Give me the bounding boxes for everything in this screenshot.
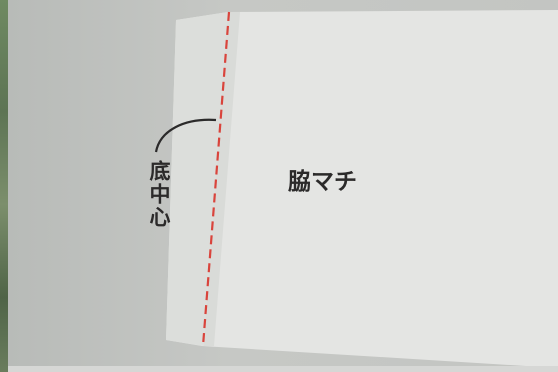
paper-sheet (166, 10, 558, 368)
background-strip (0, 0, 8, 372)
side-gusset-label: 脇マチ (288, 169, 357, 195)
bottom-center-label: 底中心 (147, 160, 171, 229)
leader-line (154, 118, 217, 153)
paper-fold-face (166, 12, 228, 346)
photo-bottom-edge (8, 366, 558, 372)
paper-shadow (204, 12, 240, 346)
